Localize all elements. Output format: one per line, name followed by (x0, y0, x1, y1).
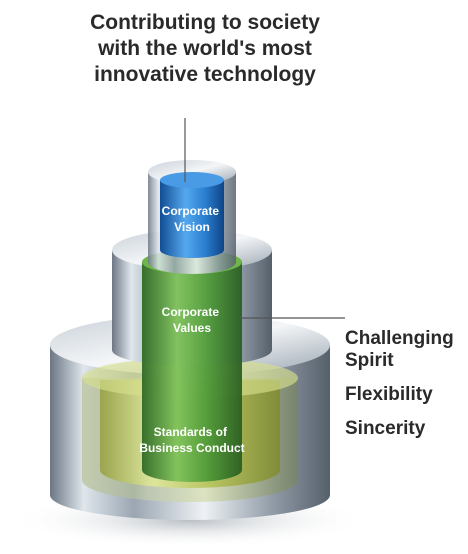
values-list: Challenging Spirit Flexibility Sincerity (345, 328, 465, 452)
top-tier (148, 160, 236, 274)
vision-label: Corporate Vision (162, 204, 223, 234)
headline-line-1: Contributing to society (90, 11, 320, 34)
vision-label-line-2: Vision (174, 220, 210, 234)
headline: Contributing to society with the world's… (40, 10, 370, 88)
value-flexibility: Flexibility (345, 384, 433, 405)
values-label-line-1: Corporate (162, 305, 220, 319)
standards-label-line-2: Business Conduct (139, 441, 244, 455)
values-label-line-2: Values (173, 321, 211, 335)
value-challenging-line-1: Challenging (345, 328, 454, 349)
value-sincerity: Sincerity (345, 418, 426, 439)
values-label: Corporate Values (162, 305, 223, 335)
value-challenging-line-2: Spirit (345, 350, 394, 371)
vision-label-line-1: Corporate (162, 204, 220, 218)
headline-line-2: with the world's most (98, 37, 312, 60)
value-challenging-spirit: Challenging Spirit (345, 328, 465, 372)
headline-line-3: innovative technology (94, 63, 316, 86)
standards-label-line-1: Standards of (154, 425, 228, 439)
standards-label: Standards of Business Conduct (139, 425, 244, 455)
